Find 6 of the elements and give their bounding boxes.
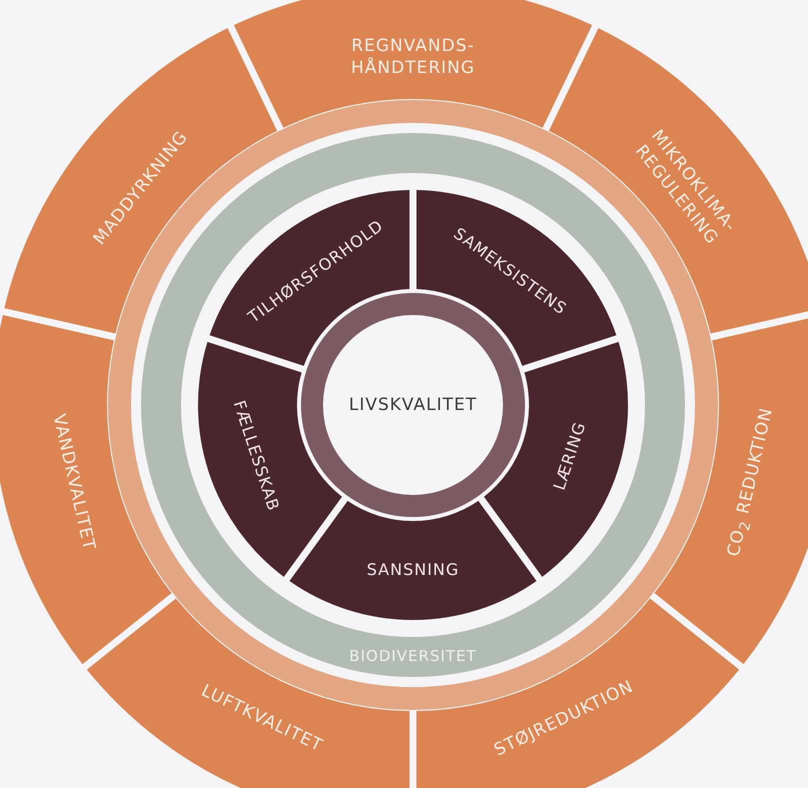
segment-label: SANSNING bbox=[366, 560, 460, 580]
segment-label: BIODIVERSITET bbox=[349, 647, 477, 667]
outer-segment bbox=[234, 0, 592, 128]
segment-label: LIVSKVALITET bbox=[348, 394, 478, 416]
segment-label: REGNVANDS- HÅNDTERING bbox=[350, 34, 476, 80]
outer-segment bbox=[0, 314, 172, 664]
